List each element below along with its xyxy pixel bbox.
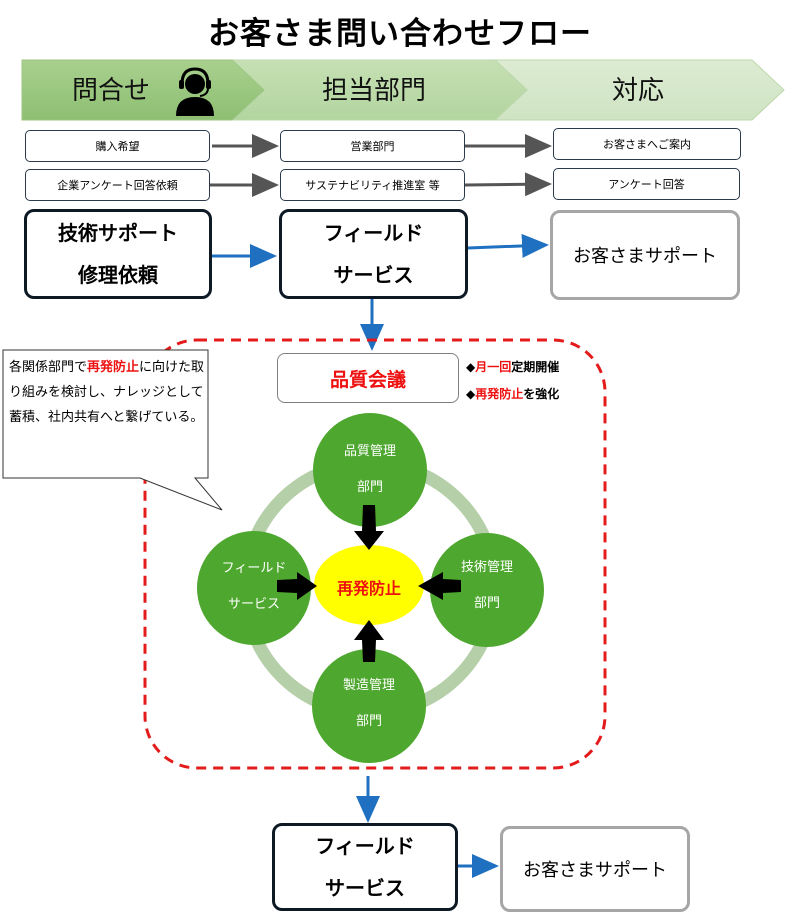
quality-region xyxy=(143,338,607,770)
quality-dept-line2: 部門 xyxy=(356,480,383,495)
bottom-field-service-box: フィールド サービス xyxy=(272,823,458,911)
row2-right-box: アンケート回答 xyxy=(553,168,740,200)
tech-support-box: 技術サポート 修理依頼 xyxy=(24,209,212,299)
note-monthly: ◆月一回定期開催 xyxy=(466,358,559,375)
manufacturing-dept-line2: 部門 xyxy=(355,714,382,729)
stage-label-inquiry: 問合せ xyxy=(72,76,151,106)
manufacturing-dept-label: 製造管理 部門 xyxy=(319,668,419,740)
field-service-line2: サービス xyxy=(333,263,414,287)
tech-dept-line1: 技術管理 xyxy=(460,560,513,575)
quality-meeting-box: 品質会議 xyxy=(277,353,459,403)
arrow-from-top xyxy=(354,505,384,550)
circle-manufacturing-dept xyxy=(312,649,426,763)
center-prevention-label: 再発防止 xyxy=(336,579,401,598)
note-monthly-rest: 定期開催 xyxy=(511,360,560,374)
field-service-circle-line1: フィールド xyxy=(221,561,287,576)
note-monthly-red: 月一回 xyxy=(475,360,512,374)
callout-text: 各関係部門で再発防止に向けた取り組みを検討し、ナレッジとして蓄積、社内共有へと繋… xyxy=(9,355,205,430)
field-service-circle-label: フィールド サービス xyxy=(204,551,304,623)
stage-label-department: 担当部門 xyxy=(322,76,427,106)
bottom-field-service-line1: フィールド xyxy=(315,834,415,858)
callout-bubble xyxy=(2,349,223,511)
arrow-main-b xyxy=(467,233,549,258)
operator-icon xyxy=(176,67,214,116)
tech-dept-line2: 部門 xyxy=(473,596,500,611)
tech-dept-label: 技術管理 部門 xyxy=(437,550,537,622)
field-service-circle-line2: サービス xyxy=(227,597,280,612)
callout-part3: に向けた取り組みを検討し、ナレッジとして蓄積、社内共有へと繋げている。 xyxy=(9,360,205,425)
quality-dept-label: 品質管理 部門 xyxy=(320,434,420,506)
arrow-from-left xyxy=(277,572,317,600)
stage-label-response: 対応 xyxy=(612,76,665,106)
note-prevention: ◆再発防止を強化 xyxy=(466,385,559,402)
arrow-from-right xyxy=(418,572,461,600)
note-bullet-2: ◆ xyxy=(466,387,476,401)
tech-support-line2: 修理依頼 xyxy=(78,263,158,287)
bottom-field-service-line2: サービス xyxy=(325,876,405,900)
note-prevention-rest: を強化 xyxy=(523,387,560,401)
circle-quality-dept xyxy=(313,413,427,527)
tech-support-line1: 技術サポート xyxy=(58,221,178,245)
field-service-line1: フィールド xyxy=(323,221,424,245)
callout-part2-red: 再発防止 xyxy=(87,360,140,375)
callout-part1: 各関係部門で xyxy=(9,360,88,375)
center-ellipse xyxy=(314,545,424,625)
page-title: お客さま問い合わせフロー xyxy=(208,16,592,52)
arrow-row2-b xyxy=(464,172,552,197)
row1-right-box: お客さまへご案内 xyxy=(553,128,741,160)
row1-left-box: 購入希望 xyxy=(25,130,210,162)
row2-middle-box: サステナビリティ推進室 等 xyxy=(280,169,465,201)
field-service-box: フィールド サービス xyxy=(279,209,468,299)
circle-field-service xyxy=(197,531,311,645)
row1-middle-box: 営業部門 xyxy=(280,130,465,162)
row2-left-box: 企業アンケート回答依頼 xyxy=(25,169,210,201)
note-prevention-red: 再発防止 xyxy=(475,387,524,401)
bottom-customer-support-box: お客さまサポート xyxy=(500,826,690,912)
customer-support-box: お客さまサポート xyxy=(550,210,740,300)
quality-dept-line1: 品質管理 xyxy=(343,444,396,459)
note-bullet-1: ◆ xyxy=(466,360,476,374)
arrow-from-bottom xyxy=(354,620,384,662)
manufacturing-dept-line1: 製造管理 xyxy=(342,678,395,693)
circle-tech-dept xyxy=(430,533,544,647)
